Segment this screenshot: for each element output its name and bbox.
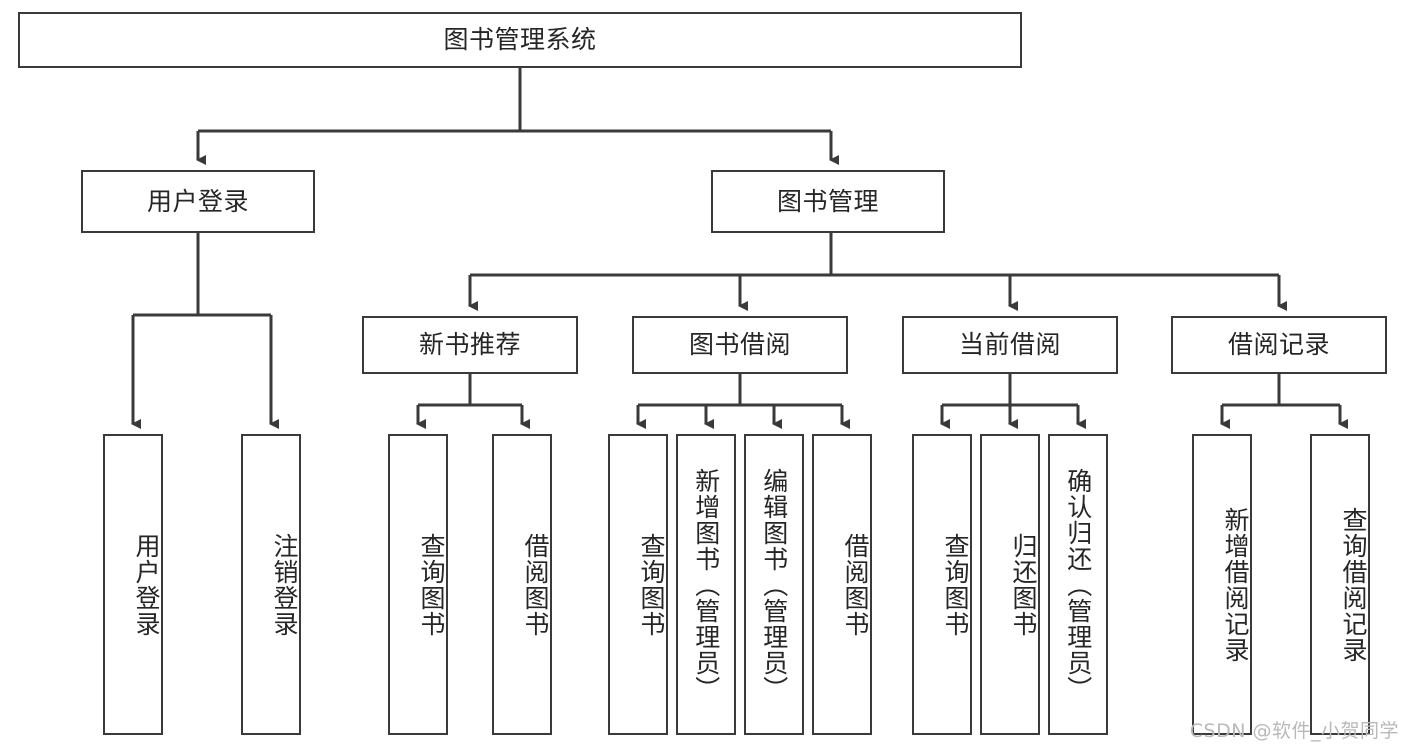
- csdn-watermark: CSDN @软件_小贺同学: [1189, 720, 1399, 742]
- leaf-current-query-book[interactable]: 查询图书: [912, 434, 972, 735]
- leaf-borrow-borrow-book[interactable]: 借阅图书: [812, 434, 872, 735]
- leaf-borrow-query-book[interactable]: 查询图书: [608, 434, 668, 735]
- node-root-system[interactable]: 图书管理系统: [18, 12, 1022, 68]
- leaf-record-add-record[interactable]: 新增借阅记录: [1192, 434, 1252, 735]
- leaf-new-book-borrow[interactable]: 借阅图书: [492, 434, 552, 735]
- leaf-record-query-record[interactable]: 查询借阅记录: [1310, 434, 1370, 735]
- leaf-current-confirm-return-admin[interactable]: 确认归还（管理员）: [1048, 434, 1108, 735]
- leaf-current-return-book[interactable]: 归还图书: [980, 434, 1040, 735]
- node-borrow-record[interactable]: 借阅记录: [1171, 316, 1387, 374]
- node-new-book-recommend[interactable]: 新书推荐: [362, 316, 578, 374]
- leaf-user-login-login[interactable]: 用户登录: [103, 434, 163, 735]
- node-user-login[interactable]: 用户登录: [81, 170, 315, 233]
- leaf-new-book-query[interactable]: 查询图书: [388, 434, 448, 735]
- leaf-user-login-logout[interactable]: 注销登录: [241, 434, 301, 735]
- node-book-management[interactable]: 图书管理: [711, 170, 945, 233]
- node-book-borrow[interactable]: 图书借阅: [632, 316, 848, 374]
- leaf-borrow-add-book-admin[interactable]: 新增图书（管理员）: [676, 434, 736, 735]
- leaf-borrow-edit-book-admin[interactable]: 编辑图书（管理员）: [744, 434, 804, 735]
- node-current-borrow[interactable]: 当前借阅: [902, 316, 1118, 374]
